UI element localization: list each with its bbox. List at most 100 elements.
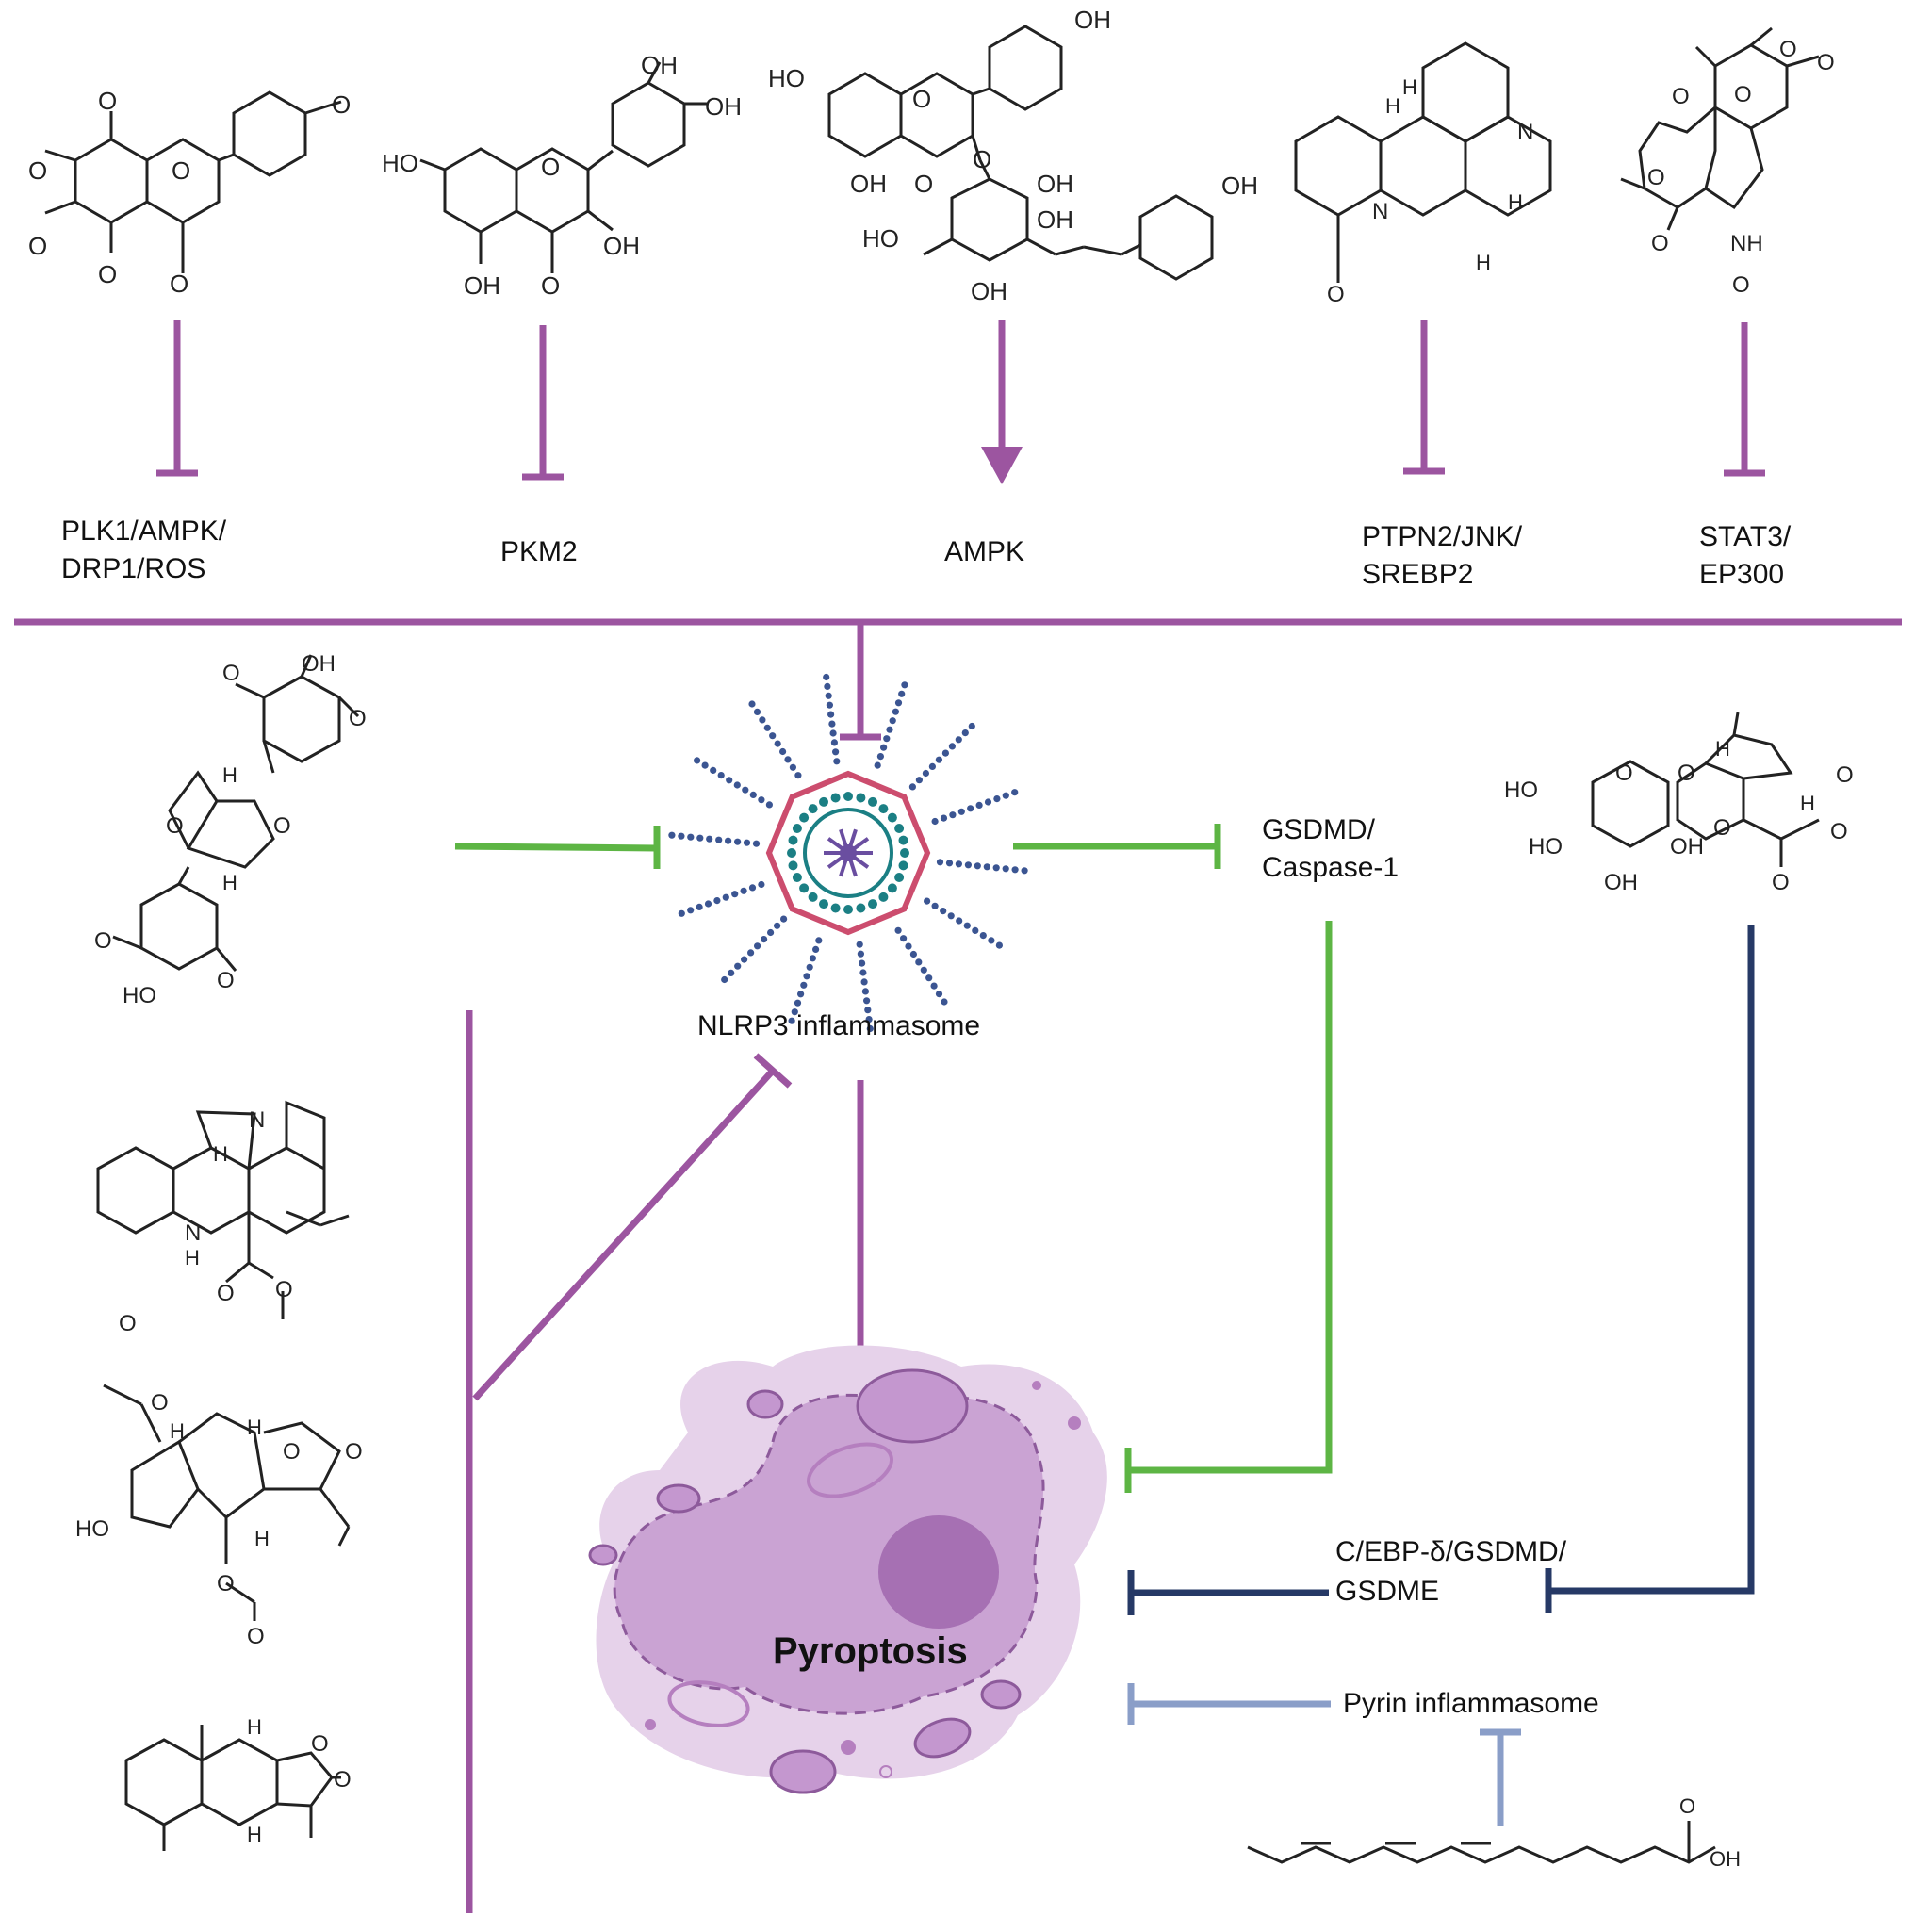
spoke-dot bbox=[979, 932, 987, 940]
spoke-dot bbox=[678, 832, 685, 840]
svg-text:H: H bbox=[247, 1715, 262, 1739]
inflammasome-outer-ring bbox=[765, 770, 931, 936]
lightblue-pathways bbox=[1127, 1683, 1521, 1826]
spoke-dot bbox=[975, 801, 983, 810]
svg-text:HO: HO bbox=[75, 1516, 109, 1542]
spoke-dot bbox=[803, 973, 810, 980]
svg-text:H: H bbox=[1715, 737, 1730, 761]
spoke-dot bbox=[753, 708, 761, 716]
spoke-dot bbox=[668, 831, 676, 839]
top-connectors bbox=[156, 320, 1765, 481]
inner-bead bbox=[799, 883, 810, 893]
spoke-dot bbox=[864, 1007, 872, 1014]
spoke-dot bbox=[759, 716, 766, 724]
svg-text:O: O bbox=[28, 232, 47, 260]
spoke-dot bbox=[731, 891, 739, 898]
svg-text:H: H bbox=[254, 1527, 270, 1550]
spoke-dot bbox=[833, 758, 841, 765]
svg-text:O: O bbox=[1679, 1794, 1695, 1818]
spoke-dot bbox=[728, 969, 735, 976]
svg-text:HO: HO bbox=[1529, 834, 1563, 860]
svg-text:O: O bbox=[973, 145, 991, 173]
structure-flavonoid-glycoside: HO OH O O OH OH HO OH OH OH O bbox=[768, 6, 1258, 305]
spoke-dot bbox=[955, 860, 963, 868]
svg-text:HO: HO bbox=[1504, 778, 1538, 803]
spoke-dot bbox=[915, 777, 924, 784]
target-label-5-line1: STAT3/ bbox=[1699, 521, 1792, 552]
svg-text:O: O bbox=[217, 968, 235, 993]
spoke-dot bbox=[794, 772, 802, 779]
svg-text:O: O bbox=[311, 1731, 329, 1757]
svg-text:OH: OH bbox=[641, 51, 678, 79]
svg-text:HO: HO bbox=[862, 224, 899, 253]
spoke-dot bbox=[721, 975, 728, 984]
spoke-dot bbox=[806, 963, 813, 971]
spoke-dot bbox=[972, 926, 979, 935]
spoke-dot bbox=[928, 762, 937, 771]
spoke-dot bbox=[726, 777, 733, 784]
spoke-dot bbox=[741, 956, 748, 963]
structure-guaianolide: O O H H O O HO H O O bbox=[75, 1311, 363, 1649]
spoke-dot bbox=[752, 840, 761, 847]
svg-text:O: O bbox=[912, 85, 931, 113]
spoke-dot bbox=[784, 756, 792, 763]
svg-text:O: O bbox=[98, 260, 117, 288]
spoke-dot bbox=[1011, 789, 1019, 796]
spoke-dot bbox=[936, 859, 944, 866]
spoke-dot bbox=[830, 739, 839, 746]
svg-text:O: O bbox=[283, 1439, 301, 1465]
spoke-dot bbox=[742, 786, 749, 794]
svg-text:O: O bbox=[1734, 82, 1752, 107]
inner-bead bbox=[868, 796, 877, 807]
svg-text:HO: HO bbox=[123, 983, 156, 1008]
spoke-dot bbox=[900, 935, 908, 942]
spoke-dot bbox=[687, 907, 695, 914]
spoke-dot bbox=[968, 722, 975, 730]
spoke-dot bbox=[876, 753, 885, 761]
spoke-dot bbox=[947, 912, 955, 920]
svg-text:H: H bbox=[1800, 792, 1815, 815]
spoke-dot bbox=[894, 699, 903, 707]
spoke-dot bbox=[874, 761, 881, 769]
spoke-dot bbox=[734, 838, 742, 845]
spoke-dot bbox=[789, 763, 797, 771]
spoke-dot bbox=[767, 928, 775, 937]
spoke-dot bbox=[901, 681, 908, 689]
svg-text:O: O bbox=[1615, 761, 1633, 786]
spoke-dot bbox=[725, 837, 732, 844]
inner-bead bbox=[898, 860, 908, 871]
svg-text:H: H bbox=[247, 1416, 262, 1439]
svg-text:OH: OH bbox=[1604, 870, 1638, 895]
inner-bead bbox=[878, 892, 889, 902]
svg-text:N: N bbox=[185, 1220, 201, 1246]
spoke-dot bbox=[931, 902, 939, 909]
spoke-dot bbox=[956, 917, 963, 925]
spoke-dot bbox=[780, 915, 788, 923]
inner-bead bbox=[900, 848, 909, 858]
svg-text:H: H bbox=[1508, 190, 1523, 214]
spoke-dot bbox=[713, 897, 721, 905]
spoke-dot bbox=[758, 880, 765, 889]
inner-bead bbox=[856, 903, 866, 913]
purple-pathways bbox=[466, 1010, 881, 1913]
svg-text:H: H bbox=[222, 763, 237, 787]
target-label-5-line2: EP300 bbox=[1699, 559, 1785, 590]
svg-text:O: O bbox=[94, 928, 112, 954]
target-label-1-line1: PLK1/AMPK/ bbox=[61, 516, 227, 547]
spoke-dot bbox=[860, 978, 868, 986]
spoke-dot bbox=[828, 720, 836, 728]
svg-text:H: H bbox=[213, 1142, 228, 1166]
svg-text:O: O bbox=[273, 813, 291, 839]
svg-text:H: H bbox=[185, 1246, 200, 1269]
spoke-dot bbox=[963, 922, 971, 929]
svg-text:H: H bbox=[170, 1419, 185, 1443]
inner-bead bbox=[843, 792, 853, 801]
svg-text:O: O bbox=[1817, 50, 1835, 75]
nlrp3-inflammasome-icon bbox=[668, 673, 1028, 1033]
nlrp3-label: NLRP3 inflammasome bbox=[697, 1010, 981, 1041]
svg-text:O: O bbox=[1713, 815, 1731, 841]
spoke-dot bbox=[827, 711, 835, 718]
spoke-dot bbox=[715, 836, 723, 843]
inflammasome-core bbox=[840, 844, 857, 861]
